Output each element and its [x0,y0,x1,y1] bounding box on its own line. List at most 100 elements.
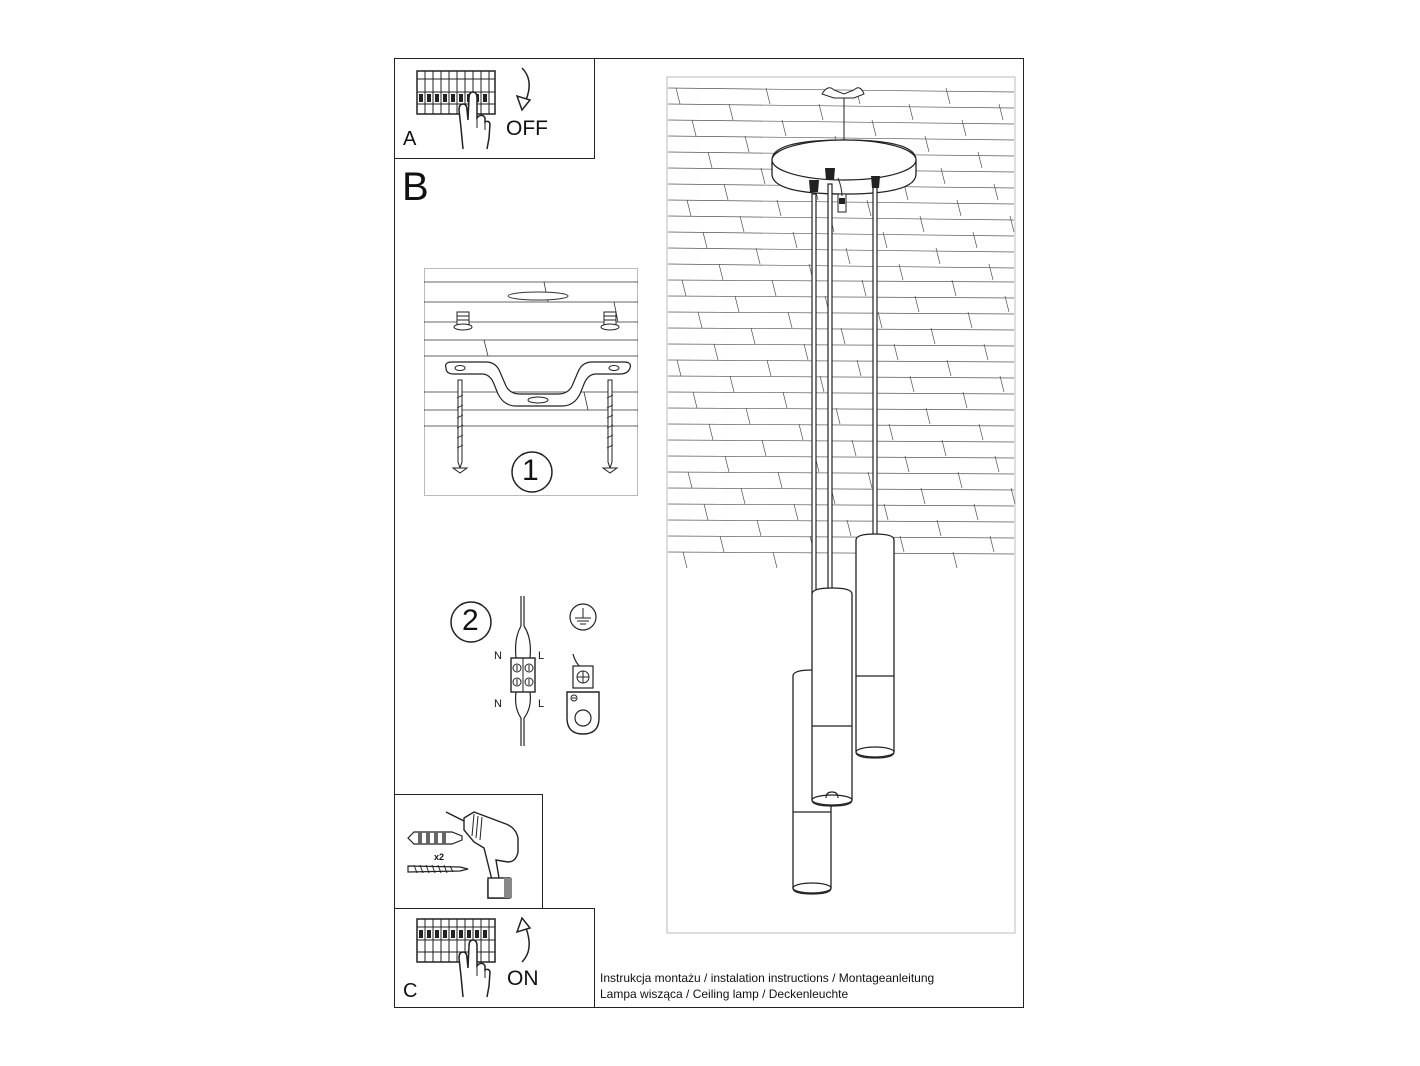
ceiling-plank-joint [724,455,730,473]
ceiling-plank-joint [882,231,888,249]
ceiling-plank-joint [908,103,914,121]
ceiling-plank-joint [691,119,697,137]
ceiling-plank-line [667,439,1015,443]
ceiling-plank-line [667,343,1015,347]
ceiling-plank-joint [904,455,910,473]
ceiling-plank-joint [899,535,905,553]
ceiling-plank-joint [930,327,936,345]
ceiling-plank-joint [973,503,979,521]
hand-icon [458,939,491,998]
panel-c-letter: C [403,980,418,1002]
ceiling-plank-joint [866,199,872,217]
ceiling-plank-joint [1009,215,1015,233]
ceiling-plank-line [667,375,1015,379]
ceiling-plank-joint [851,439,857,457]
ceiling-plank-joint [702,231,708,249]
ceiling-plank-line [667,135,1015,141]
ceiling-plank-joint [750,327,756,345]
ceiling-plank-joint [999,375,1005,393]
ceiling-plank-joint [940,167,946,185]
ceiling-plank-joint [772,551,778,569]
wire-neutral-top: N [494,650,502,662]
ceiling-bracket-diagram [424,281,638,493]
ceiling-plank-line [667,471,1015,475]
ceiling-plank-joint [883,503,889,521]
ceiling-plank-joint [972,231,978,249]
ceiling-plank-joint [728,103,734,121]
panel-a-action: OFF [506,117,548,140]
wire-neutral-bottom: N [494,698,502,710]
ceiling-plank-line [667,247,1015,253]
ceiling-plank-joint [952,551,958,569]
ceiling-plank-joint [697,311,703,329]
ceiling-plank-joint [962,391,968,409]
ceiling-plank-joint [740,487,746,505]
ceiling-plank-line [667,119,1015,125]
instruction-sheet [394,58,1024,1008]
step2-number: 2 [462,604,479,637]
ceiling-plank-joint [861,279,867,297]
wire-live-top: L [538,650,545,662]
ceiling-plank-joint [793,503,799,521]
drill-icon [445,811,519,899]
ceiling-plank-joint [777,471,783,489]
ceiling-plank-joint [961,119,967,137]
ceiling-plank-joint [723,183,729,201]
ceiling-plank-joint [957,471,963,489]
ceiling-plank-joint [681,279,687,297]
ceiling-plank-joint [898,263,904,281]
ceiling-plank-joint [766,359,772,377]
ceiling-plank-joint [676,359,682,377]
footer-line1: Instrukcja montażu / instalation instruc… [600,971,935,985]
ground-symbol-icon [566,603,600,735]
ceiling-plank-joint [877,311,883,329]
wire-live-bottom: L [538,698,545,710]
ceiling-plank-line [667,87,1015,93]
ceiling-plank-line [667,311,1015,315]
ceiling-plank-joint [1010,487,1016,505]
ceiling-plank-line [667,535,1015,539]
ceiling-plank-joint [946,359,952,377]
panel-b-letter: B [402,165,429,209]
ceiling-plank-joint [755,247,761,265]
ceiling-plank-joint [771,279,777,297]
ceiling-plank-joint [686,199,692,217]
panel-a-letter: A [403,128,417,150]
hand-icon [458,91,491,150]
ceiling-plank-joint [941,439,947,457]
ceiling-plank-joint [781,119,787,137]
step2-circle [450,601,492,643]
ceiling-plank-joint [845,247,851,265]
ceiling-plank-joint [739,215,745,233]
ceiling-plank-line [667,231,1015,237]
ceiling-plank-line [667,551,1015,555]
ceiling-plank-joint [745,407,751,425]
ceiling-plank-joint [719,535,725,553]
ceiling-plank-joint [920,487,926,505]
circuit-breaker-icon [416,918,496,963]
ceiling-plank-joint [989,535,995,553]
ceiling-plank-joint [888,423,894,441]
ceiling-plank-joint [988,263,994,281]
ceiling-plank-joint [744,135,750,153]
panel-c-action: ON [507,967,539,990]
ceiling-plank-line [667,103,1015,109]
ceiling-plank-joint [818,103,824,121]
ceiling-plank-line [667,279,1015,283]
ceiling-plank-joint [756,519,762,537]
ceiling-plank-joint [936,519,942,537]
ceiling-plank-joint [867,471,873,489]
ceiling-plank-joint [729,375,735,393]
wall-plug-icon [407,831,463,845]
ceiling-plank-joint [856,359,862,377]
ceiling-plank-joint [945,87,951,105]
ceiling-plank-joint [682,551,688,569]
ceiling-plank-joint [978,423,984,441]
ceiling-plank-joint [718,263,724,281]
ceiling-plank-line [667,519,1015,523]
ceiling-plank-joint [1004,295,1010,313]
ceiling-plank-line [667,295,1015,299]
ceiling-plank-joint [819,375,825,393]
ceiling-plank-joint [871,119,877,137]
ceiling-plank-joint [925,407,931,425]
